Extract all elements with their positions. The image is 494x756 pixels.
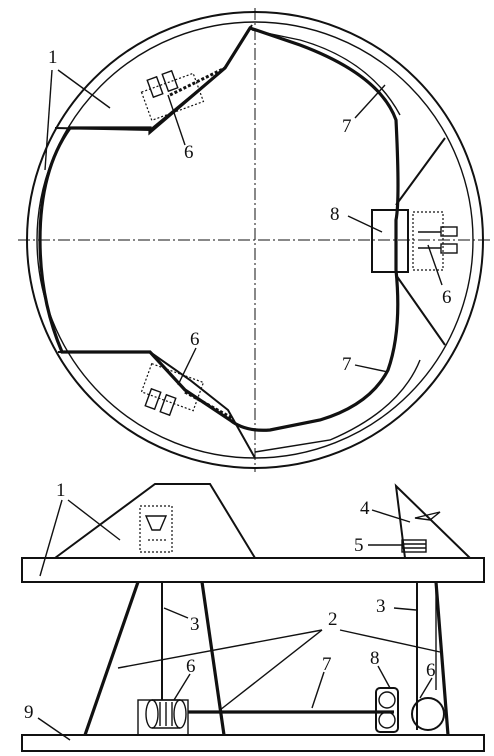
side-leader-3-right — [393, 607, 417, 611]
side-leader-2-b — [219, 629, 323, 711]
leader-6-lower — [177, 347, 197, 386]
plan-label-8: 8 — [330, 204, 340, 225]
side-label-2: 2 — [328, 609, 338, 630]
plan-label-7a: 7 — [342, 116, 352, 137]
side-leader-4 — [371, 509, 411, 523]
base-plate-9 — [21, 734, 485, 752]
sector-upper-left — [54, 24, 253, 132]
side-leader-1-b — [67, 499, 121, 541]
side-leader-2-a — [117, 629, 323, 669]
box-8-side — [375, 687, 399, 733]
sector-right-lower — [395, 274, 446, 346]
plan-label-6a: 6 — [184, 142, 194, 163]
flag-4 — [414, 511, 441, 521]
winch-6-plan-right — [412, 211, 458, 271]
side-label-7: 7 — [322, 654, 332, 675]
plan-label-7b: 7 — [342, 354, 352, 375]
box-8-plan — [371, 209, 409, 273]
leader-7-upper — [354, 84, 386, 119]
leader-1-b — [44, 69, 53, 171]
side-label-6a: 6 — [186, 656, 196, 677]
brace-2-left — [83, 581, 140, 736]
side-leader-9 — [37, 717, 71, 741]
leader-1-a — [57, 69, 111, 109]
device-5 — [401, 539, 427, 553]
side-label-4: 4 — [360, 498, 370, 519]
side-leader-6-left — [173, 673, 191, 701]
side-label-9: 9 — [24, 702, 34, 723]
winch-6-plan-upper — [140, 66, 226, 122]
plan-label-6c: 6 — [190, 329, 200, 350]
leader-8 — [347, 215, 383, 233]
side-leader-6-right — [419, 677, 433, 699]
side-label-8: 8 — [370, 648, 380, 669]
side-leader-2-c — [339, 629, 441, 653]
side-label-5: 5 — [354, 535, 364, 556]
winch-6-plan-lower — [140, 362, 233, 420]
winch-6-side-left — [137, 699, 189, 736]
side-leader-1-a — [39, 499, 63, 577]
leader-6-right — [427, 244, 443, 286]
plan-label-6b: 6 — [442, 287, 452, 308]
rail-bottom — [254, 359, 421, 453]
side-leader-3-left — [163, 607, 189, 619]
sector-right-upper — [395, 137, 446, 206]
plan-view: 1 6 7 8 6 6 7 — [18, 8, 490, 472]
side-leader-8 — [377, 665, 391, 689]
leader-6-upper — [167, 94, 186, 146]
plan-label-1: 1 — [48, 47, 58, 68]
trapezoid-1 — [54, 483, 256, 559]
rail-top — [251, 29, 401, 116]
side-view: 1 4 5 3 3 2 6 6 7 8 9 — [21, 480, 485, 752]
drum-6-side-right — [411, 697, 445, 731]
side-label-3b: 3 — [376, 596, 386, 617]
side-label-6b: 6 — [426, 660, 436, 681]
side-leader-7 — [311, 671, 325, 709]
side-label-3a: 3 — [190, 614, 200, 635]
triangle-4 — [394, 483, 473, 559]
sector-lower-left — [58, 351, 256, 459]
leader-7-lower — [354, 364, 389, 373]
platform-outline — [38, 26, 400, 432]
winch-sketch-top — [139, 505, 173, 553]
brace-2-right — [434, 581, 450, 736]
deck-plate — [21, 557, 485, 583]
side-label-1: 1 — [56, 480, 66, 501]
